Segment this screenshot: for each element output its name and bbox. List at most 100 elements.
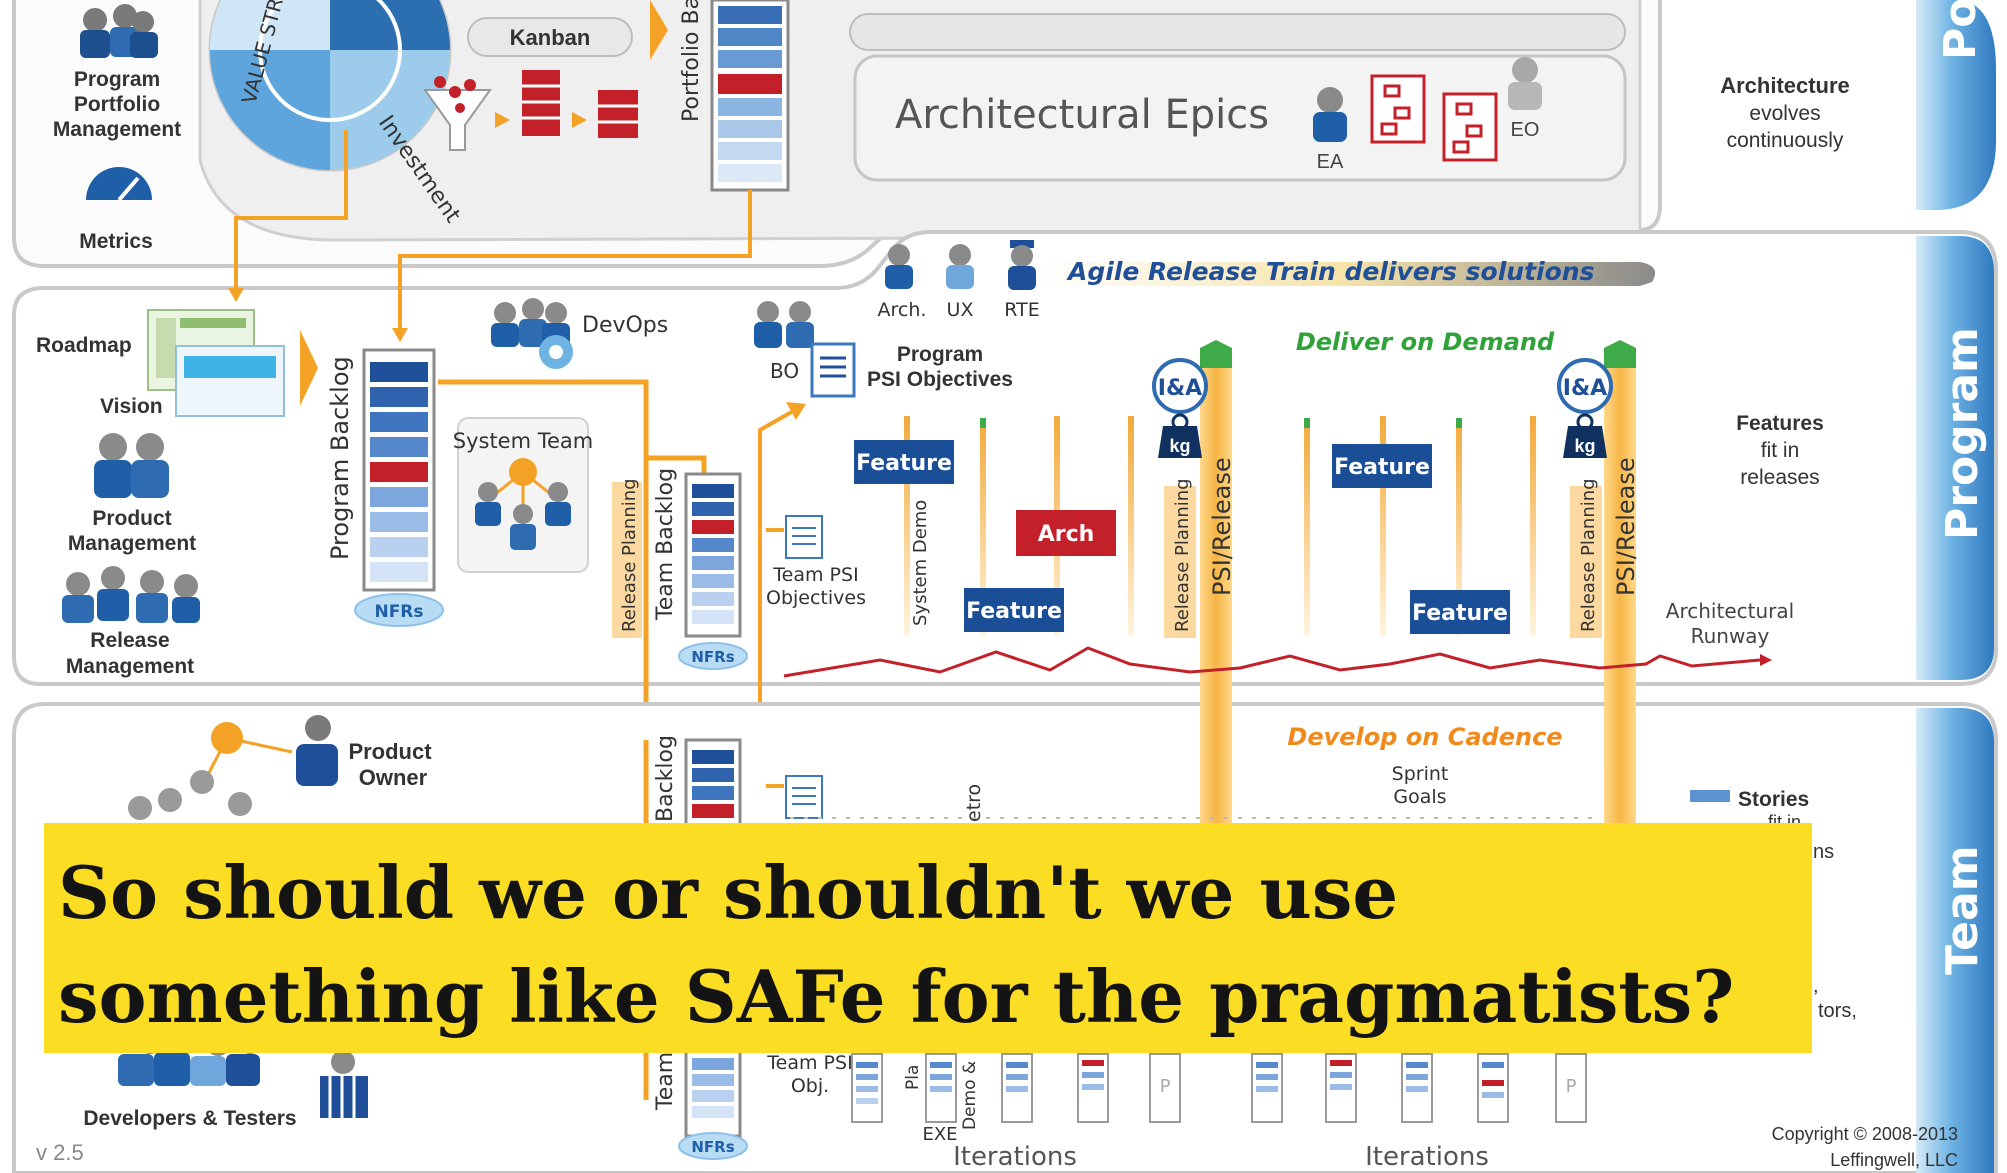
team-psi-obj-line2: Obj. bbox=[791, 1075, 829, 1097]
team-nfrs-label-2: NFRs bbox=[691, 1138, 734, 1156]
ia-label-1: I&A bbox=[1158, 376, 1202, 401]
p-label-1: P bbox=[1160, 1076, 1171, 1097]
team-psi-obj-line1: Team PSI bbox=[766, 1052, 852, 1074]
feature-box-4: Feature bbox=[1410, 590, 1510, 634]
team-nfrs-label: NFRs bbox=[691, 648, 734, 666]
team-band-label: Team bbox=[1937, 845, 1988, 975]
product-management-line1: Product bbox=[92, 507, 171, 530]
system-team-label: System Team bbox=[453, 429, 594, 453]
release-planning-bar bbox=[612, 482, 642, 638]
art-roles-people-icon bbox=[885, 240, 1036, 290]
team-nfrs-badge-2 bbox=[678, 1132, 748, 1160]
sprint-goals-line1: Sprint bbox=[1392, 763, 1449, 785]
ppm-people-icon bbox=[80, 4, 158, 58]
bo-label: BO bbox=[770, 359, 799, 383]
kg-weight-icon-2: kg bbox=[1563, 413, 1607, 458]
metrics-gauge-icon bbox=[86, 167, 152, 202]
system-demo-label: System Demo bbox=[910, 500, 931, 626]
eo-person-icon bbox=[1508, 57, 1542, 110]
kanban-stack-2 bbox=[598, 90, 638, 138]
architectural-runway-line bbox=[783, 646, 1761, 678]
feature-label-2: Feature bbox=[966, 599, 1062, 624]
kanban-pill bbox=[467, 17, 633, 57]
epic-document-icon-2 bbox=[1442, 92, 1498, 162]
program-band bbox=[1916, 236, 1994, 680]
team-band bbox=[1916, 708, 1994, 1173]
kg-weight-icon-1: kg bbox=[1158, 413, 1202, 458]
program-psi-objectives-line2: PSI Objectives bbox=[867, 368, 1013, 391]
psi-objectives-connector bbox=[758, 408, 796, 630]
p-label-2: P bbox=[1566, 1076, 1577, 1097]
architecture-note-line1: Architecture bbox=[1720, 73, 1850, 98]
feature-label-1: Feature bbox=[856, 451, 952, 476]
portfolio-connector bbox=[398, 190, 752, 330]
kg-label-2: kg bbox=[1574, 436, 1595, 456]
bo-people-icon bbox=[754, 301, 814, 348]
metrics-label: Metrics bbox=[79, 230, 153, 253]
kanban-label: Kanban bbox=[510, 25, 591, 50]
iteration-stacks bbox=[851, 1053, 1587, 1123]
feature-box-3: Feature bbox=[1332, 444, 1432, 488]
team-psi-objectives-line1: Team PSI bbox=[772, 564, 858, 586]
ia-cycle-icon-2: I&A bbox=[1557, 358, 1613, 414]
ppm-line1: Program bbox=[74, 68, 160, 91]
program-nfrs-label: NFRs bbox=[374, 602, 423, 622]
arch-label: Arch bbox=[1038, 522, 1095, 547]
product-management-line2: Management bbox=[68, 532, 196, 555]
program-band-label: Program bbox=[1937, 327, 1988, 540]
art-role-ux: UX bbox=[947, 299, 974, 321]
ppm-line3: Management bbox=[53, 118, 181, 141]
psi-release-label-2: PSI/Release bbox=[1612, 457, 1640, 596]
feature-label-3: Feature bbox=[1334, 455, 1430, 480]
features-note-line1: Features bbox=[1736, 412, 1824, 435]
caption-text: So should we or shouldn't we use somethi… bbox=[58, 850, 1735, 1039]
partial-line-3: , bbox=[1813, 975, 1819, 997]
plan-partial-label: Pla bbox=[903, 1065, 923, 1090]
team-psi-objectives-line2: Objectives bbox=[766, 587, 866, 609]
architectural-runway-line1: Architectural bbox=[1666, 599, 1794, 623]
product-owner-icon bbox=[128, 715, 338, 820]
portfolio-backlog-label: Portfolio Ba bbox=[679, 0, 704, 122]
iterations-label-2: Iterations bbox=[1365, 1142, 1489, 1172]
copyright-line1: Copyright © 2008-2013 bbox=[1772, 1124, 1958, 1144]
release-planning-label-3: Release Planning bbox=[1578, 478, 1599, 632]
developers-testers-label: Developers & Testers bbox=[83, 1107, 296, 1130]
team-backlog-stack bbox=[684, 472, 742, 638]
kg-label-1: kg bbox=[1169, 436, 1190, 456]
epic-document-icon-1 bbox=[1370, 74, 1426, 144]
release-planning-bar-3 bbox=[1570, 486, 1602, 638]
release-management-line1: Release bbox=[90, 629, 169, 652]
ppm-connector bbox=[234, 130, 348, 290]
arch-box: Arch bbox=[1016, 510, 1116, 556]
feature-box-2: Feature bbox=[964, 588, 1064, 632]
art-banner bbox=[1040, 262, 1656, 286]
art-banner-label: Agile Release Train delivers solutions bbox=[1066, 257, 1594, 286]
ia-label-2: I&A bbox=[1563, 376, 1607, 401]
team-backlog-stack-3 bbox=[684, 1048, 742, 1138]
caption-banner: So should we or shouldn't we use somethi… bbox=[44, 823, 1812, 1053]
program-nfrs-badge bbox=[354, 593, 444, 627]
iterations-label-1: Iterations bbox=[953, 1142, 1077, 1172]
portfolio-band-label: Portfo bbox=[1935, 0, 1986, 60]
team-backlog-partial-label: Backlog bbox=[653, 735, 678, 822]
product-owner-line1: Product bbox=[348, 739, 432, 764]
program-psi-objectives-doc-icon bbox=[810, 342, 856, 398]
version-label: v 2.5 bbox=[36, 1140, 84, 1165]
features-note-line3: releases bbox=[1740, 466, 1819, 489]
ppm-line2: Portfolio bbox=[74, 93, 160, 116]
release-planning-bar-2 bbox=[1164, 486, 1196, 638]
copyright-line2: Leffingwell, LLC bbox=[1830, 1150, 1958, 1170]
architectural-epics-box bbox=[853, 54, 1627, 182]
product-owner-line2: Owner bbox=[359, 765, 428, 790]
stories-partial-line2: ns bbox=[1813, 841, 1834, 863]
release-management-line2: Management bbox=[66, 655, 194, 678]
roadmap-arrow bbox=[300, 330, 318, 406]
program-psi-objectives-line1: Program bbox=[897, 343, 983, 366]
team-psi-objectives-doc-icon bbox=[785, 515, 823, 559]
roadmap-vision-document-icon bbox=[147, 309, 285, 417]
devops-label: DevOps bbox=[582, 313, 668, 338]
system-team-people-icon bbox=[475, 458, 571, 550]
ia-cycle-icon-1: I&A bbox=[1152, 358, 1208, 414]
demo-partial-label: Demo & bbox=[960, 1061, 980, 1130]
